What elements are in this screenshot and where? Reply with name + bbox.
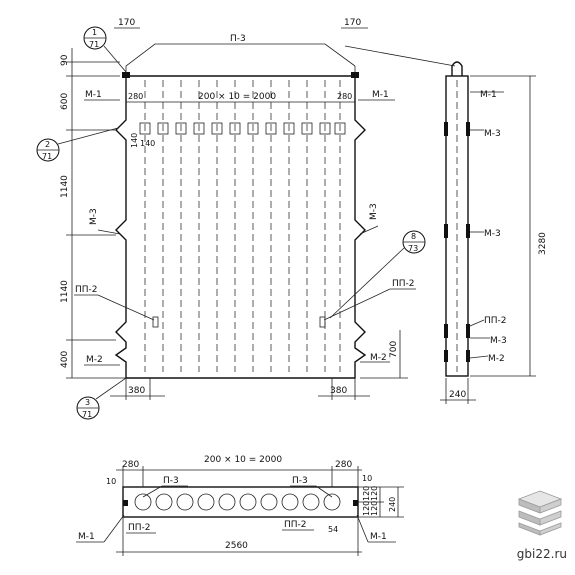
stacked-slabs-logo-icon xyxy=(517,490,563,536)
side-label-m3c: М-3 xyxy=(490,336,507,346)
side-label-m3b: М-3 xyxy=(484,229,501,239)
pp2-right-part xyxy=(319,316,326,328)
plan-dim-120-a: 120 xyxy=(370,486,379,501)
side-dim-3280: 3280 xyxy=(538,232,548,255)
side-view: М-1 М-3 М-3 ПП-2 М-3 М-2 3280 240 xyxy=(440,61,548,404)
dim-380-right: 380 xyxy=(330,386,347,396)
plan-voids xyxy=(134,493,341,511)
dim-170-left: 170 xyxy=(118,18,135,28)
p3-leader xyxy=(344,45,456,67)
void-lines xyxy=(144,80,341,372)
plan-view: 280 200 × 10 = 2000 280 10 10 П-3 П-3 М-… xyxy=(76,455,404,556)
side-label-m2: М-2 xyxy=(488,354,505,364)
site-watermark: gbi22.ru xyxy=(516,547,567,561)
side-label-pp2: ПП-2 xyxy=(484,316,507,326)
dim-700: 700 xyxy=(389,341,399,358)
plan-outline xyxy=(122,486,359,518)
dim-140b: 140 xyxy=(140,139,155,148)
plan-label-pp2-left: ПП-2 xyxy=(128,523,151,533)
label-pp2-right: ПП-2 xyxy=(392,279,415,289)
dim-span-spec: 200 × 10 = 2000 xyxy=(198,92,276,102)
m1-right-part xyxy=(351,72,359,78)
svg-text:71: 71 xyxy=(82,410,92,419)
label-m3-left: М-3 xyxy=(89,208,99,225)
label-p3-top: П-3 xyxy=(230,34,246,44)
side-label-m1: М-1 xyxy=(480,90,497,100)
panel-outline xyxy=(114,75,367,379)
dim-400: 400 xyxy=(60,351,70,368)
label-pp2-left: ПП-2 xyxy=(75,285,98,295)
dim-280-right: 280 xyxy=(337,92,352,101)
label-m3-right: М-3 xyxy=(369,203,379,220)
callout-8: 8 73 xyxy=(329,230,426,319)
label-m2-right: М-2 xyxy=(370,353,387,363)
svg-text:3: 3 xyxy=(85,398,90,407)
dim-140: 140 xyxy=(130,133,139,148)
side-lift-loop xyxy=(451,61,463,76)
plan-dim-54: 54 xyxy=(328,525,338,534)
plan-dim-280-right: 280 xyxy=(335,460,352,470)
dim-90: 90 xyxy=(60,54,70,66)
opening-row xyxy=(139,122,346,135)
side-dim-240: 240 xyxy=(449,390,466,400)
svg-text:71: 71 xyxy=(89,40,99,49)
plan-dim-120-d: 120 xyxy=(362,501,371,516)
svg-text:73: 73 xyxy=(408,244,418,253)
svg-text:2: 2 xyxy=(45,140,50,149)
svg-text:71: 71 xyxy=(42,152,52,161)
plan-dim-spec: 200 × 10 = 2000 xyxy=(204,455,282,465)
plan-dim-10-right: 10 xyxy=(362,474,372,483)
plan-label-pp2-right: ПП-2 xyxy=(284,520,307,530)
label-m1-right: М-1 xyxy=(372,90,389,100)
plan-dim-2560: 2560 xyxy=(225,541,248,551)
callout-2: 2 71 xyxy=(36,127,119,162)
plan-dim-120-c: 120 xyxy=(362,486,371,501)
dim-280-left: 280 xyxy=(128,92,143,101)
plan-label-p3-left: П-3 xyxy=(163,476,179,486)
m1-left-part xyxy=(122,72,130,78)
dim-1140-b: 1140 xyxy=(60,280,70,303)
plan-label-m1-left: М-1 xyxy=(78,532,95,542)
plan-dim-120-b: 120 xyxy=(370,501,379,516)
dim-170-right: 170 xyxy=(344,18,361,28)
plan-label-m1-right: М-1 xyxy=(370,532,387,542)
front-view: 170 170 П-3 90 600 1140 1140 400 280 200… xyxy=(36,18,456,420)
plan-dim-10-left: 10 xyxy=(106,477,116,486)
label-m1-left: М-1 xyxy=(85,90,102,100)
side-label-m3a: М-3 xyxy=(484,129,501,139)
callout-1: 1 71 xyxy=(83,26,127,73)
dim-380-left: 380 xyxy=(128,386,145,396)
dim-1140-a: 1140 xyxy=(60,175,70,198)
label-m2-left: М-2 xyxy=(86,355,103,365)
plan-dim-280-left: 280 xyxy=(122,460,139,470)
callout-3: 3 71 xyxy=(76,377,127,420)
lift-loop-line xyxy=(125,43,356,67)
svg-text:8: 8 xyxy=(411,232,416,241)
plan-dim-240: 240 xyxy=(388,497,397,512)
dim-600: 600 xyxy=(60,93,70,110)
plan-label-p3-right: П-3 xyxy=(292,476,308,486)
svg-text:1: 1 xyxy=(92,28,97,37)
pp2-left-part xyxy=(152,316,159,328)
